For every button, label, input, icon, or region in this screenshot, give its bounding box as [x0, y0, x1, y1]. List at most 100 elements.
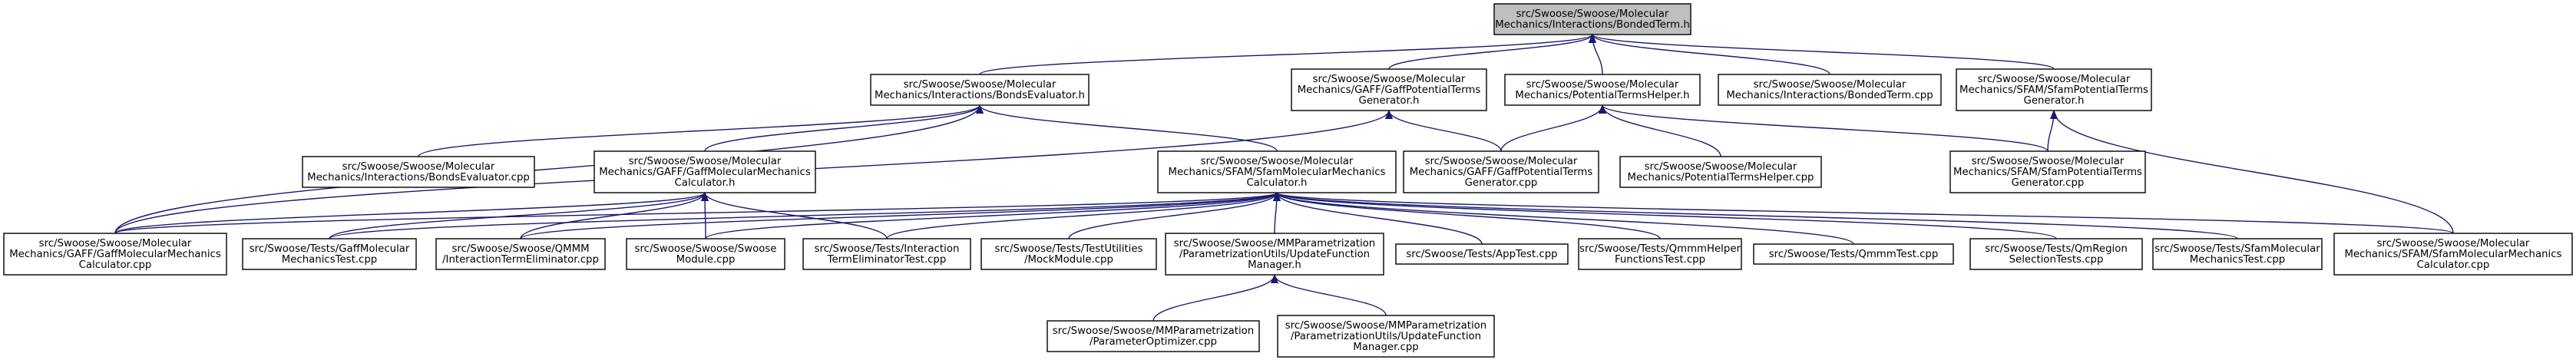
file-node-label-line: src/Swoose/Swoose/Molecular: [1425, 156, 1578, 167]
file-node-label-line: Generator.h: [2024, 95, 2085, 107]
include-edge-gaffpot-cpp-to-gaffpot-h: [1385, 110, 1502, 152]
file-node-box: [1956, 68, 2152, 111]
file-node-box: [626, 238, 785, 270]
file-node-sfammmcalc-h[interactable]: src/Swoose/Swoose/MolecularMechanics/SFA…: [1157, 150, 1397, 193]
file-node-label-line: Generator.cpp: [2012, 177, 2085, 189]
file-node-bondedterm-h[interactable]: src/Swoose/Swoose/MolecularMechanics/Int…: [1493, 3, 1691, 35]
file-node-label-line: Mechanics/SFAM/SfamPotentialTerms: [1959, 84, 2148, 96]
file-node-label-line: Mechanics/SFAM/SfamMolecularMechanics: [1169, 167, 1386, 178]
file-node-interactiontest-cpp[interactable]: src/Swoose/Tests/InteractionTermEliminat…: [802, 238, 971, 270]
file-node-box: [1504, 74, 1701, 106]
file-node-label-line: Mechanics/GAFF/GaffPotentialTerms: [1410, 167, 1593, 178]
file-node-sfamtest-cpp[interactable]: src/Swoose/Tests/SfamMolecularMechanicsT…: [2152, 238, 2323, 270]
file-node-box: [1291, 68, 1487, 111]
file-node-pothelper-h[interactable]: src/Swoose/Swoose/MolecularMechanics/Pot…: [1504, 74, 1701, 106]
include-edge-bondsevaluator-h-to-bondedterm-h: [979, 34, 1596, 75]
file-node-label-line: src/Swoose/Swoose/Molecular: [1526, 79, 1679, 91]
file-node-qmmm-cpp[interactable]: src/Swoose/Swoose/QMMM/InteractionTermEl…: [435, 238, 606, 270]
file-node-label-line: src/Swoose/Tests/SfamMolecular: [2154, 243, 2320, 255]
include-edge-updatefm-cpp-to-updatefm-h: [1271, 274, 1387, 316]
file-node-label-line: src/Swoose/Swoose/Molecular: [1754, 79, 1906, 91]
file-node-qmmmtest-cpp[interactable]: src/Swoose/Tests/QmmmTest.cpp: [1753, 243, 1954, 265]
file-node-label-line: Calculator.h: [1247, 177, 1308, 189]
file-node-gaffpot-h[interactable]: src/Swoose/Swoose/MolecularMechanics/GAF…: [1291, 68, 1487, 111]
file-node-box: [302, 156, 535, 188]
include-edge-pothelper-cpp-to-pothelper-h: [1599, 104, 1721, 157]
include-edge-interactiontest-cpp-to-sfammmcalc-h: [886, 192, 1281, 239]
file-node-box: [1493, 3, 1691, 35]
file-node-label-line: Module.cpp: [676, 254, 736, 266]
file-node-qmmmhelper-cpp[interactable]: src/Swoose/Tests/QmmmHelperFunctionsTest…: [1578, 238, 1742, 270]
file-node-gafftest-cpp[interactable]: src/Swoose/Tests/GaffMolecularMechanicsT…: [242, 238, 417, 270]
file-node-label-line: /ParametrizationUtils/UpdateFunction: [1291, 331, 1481, 342]
file-node-box: [1047, 320, 1260, 352]
file-node-box: [2333, 233, 2573, 276]
file-node-label-line: Mechanics/PotentialTermsHelper.cpp: [1628, 172, 1814, 183]
file-node-label-line: /MockModule.cpp: [1024, 254, 1113, 266]
file-node-label-line: src/Swoose/Swoose/Molecular: [1645, 161, 1797, 173]
file-node-qmregion-cpp[interactable]: src/Swoose/Tests/QmRegionSelectionTests.…: [1969, 238, 2143, 270]
file-node-label-line: Calculator.cpp: [79, 259, 152, 271]
file-node-pothelper-cpp[interactable]: src/Swoose/Swoose/MolecularMechanics/Pot…: [1619, 156, 1822, 188]
file-node-label-line: MechanicsTest.cpp: [282, 254, 378, 266]
include-edge-qmmm-cpp-to-sfammmcalc-h: [520, 192, 1281, 239]
include-edge-gaffmmcalc-cpp-to-gaffmmcalc-h: [114, 192, 709, 234]
file-node-updatefm-cpp[interactable]: src/Swoose/Swoose/MMParametrization/Para…: [1277, 315, 1495, 358]
file-node-box: [3, 233, 227, 276]
include-edge-mockmodule-cpp-to-sfammmcalc-h: [1068, 192, 1281, 239]
file-node-label-line: Calculator.cpp: [2417, 259, 2490, 271]
include-edge-apptest-cpp-to-sfammmcalc-h: [1273, 192, 1483, 245]
file-node-bondsevaluator-cpp[interactable]: src/Swoose/Swoose/MolecularMechanics/Int…: [302, 156, 535, 188]
file-node-label-line: src/Swoose/Tests/TestUtilities: [995, 243, 1143, 255]
file-node-label-line: Mechanics/SFAM/SfamPotentialTerms: [1953, 167, 2142, 178]
file-node-label-line: Manager.cpp: [1353, 342, 1418, 353]
file-node-label-line: TermEliminatorTest.cpp: [827, 254, 947, 266]
file-node-label-line: src/Swoose/Swoose/Molecular: [1972, 156, 2125, 167]
include-edge-qmmmtest-cpp-to-sfammmcalc-h: [1273, 192, 1854, 245]
file-node-label-line: src/Swoose/Swoose/Molecular: [1313, 74, 1466, 85]
include-edge-sfammmcalc-h-to-bondsevaluator-h: [976, 104, 1278, 152]
include-edge-qmmmhelper-cpp-to-sfammmcalc-h: [1273, 192, 1661, 239]
include-edge-sfampot-cpp-to-pothelper-h: [1599, 104, 2049, 152]
file-node-label-line: Generator.cpp: [1465, 177, 1538, 189]
include-edge-qmregion-cpp-to-sfammmcalc-h: [1273, 192, 2057, 239]
file-node-label-line: Mechanics/GAFF/GaffPotentialTerms: [1298, 84, 1481, 96]
file-node-label-line: src/Swoose/Swoose/Molecular: [904, 79, 1057, 91]
file-node-gaffmmcalc-h[interactable]: src/Swoose/Swoose/MolecularMechanics/GAF…: [594, 150, 816, 193]
file-node-box: [802, 238, 971, 270]
file-node-label-line: src/Swoose/Tests/QmRegion: [1985, 243, 2128, 255]
file-node-box: [1157, 150, 1397, 193]
file-node-gaffpot-cpp[interactable]: src/Swoose/Swoose/MolecularMechanics/GAF…: [1403, 150, 1599, 193]
file-node-box: [1277, 315, 1495, 358]
file-node-label-line: Manager.h: [1248, 259, 1301, 271]
file-node-box: [435, 238, 606, 270]
file-node-sfammmcalc-cpp[interactable]: src/Swoose/Swoose/MolecularMechanics/SFA…: [2333, 233, 2573, 276]
file-node-updatefm-h[interactable]: src/Swoose/Swoose/MMParametrization/Para…: [1165, 233, 1384, 276]
file-node-mockmodule-cpp[interactable]: src/Swoose/Tests/TestUtilities/MockModul…: [980, 238, 1157, 270]
include-edge-sfammmcalc-cpp-to-sfammmcalc-h: [1273, 192, 2454, 234]
file-node-label-line: Generator.h: [1359, 95, 1420, 107]
file-node-box: [594, 150, 816, 193]
file-node-label-line: src/Swoose/Tests/GaffMolecular: [250, 243, 410, 255]
include-edge-sfampot-cpp-to-sfampot-h: [2047, 110, 2058, 152]
file-node-label-line: src/Swoose/Swoose/MMParametrization: [1053, 325, 1254, 337]
file-node-label-line: src/Swoose/Swoose/Molecular: [1516, 8, 1669, 20]
file-node-label-line: src/Swoose/Swoose/MMParametrization: [1285, 320, 1486, 332]
file-node-paramopt-cpp[interactable]: src/Swoose/Swoose/MMParametrization/Para…: [1047, 320, 1260, 352]
file-node-label-line: src/Swoose/Swoose/Molecular: [1201, 156, 1354, 167]
file-node-box: [1165, 233, 1384, 276]
edges: [114, 34, 2454, 322]
file-node-label-line: /ParametrizationUtils/UpdateFunction: [1179, 249, 1370, 260]
file-node-apptest-cpp[interactable]: src/Swoose/Tests/AppTest.cpp: [1395, 243, 1569, 265]
file-node-bondedterm-cpp[interactable]: src/Swoose/Swoose/MolecularMechanics/Int…: [1718, 74, 1942, 106]
file-node-label-line: SelectionTests.cpp: [2009, 254, 2104, 266]
include-edge-gaffpot-h-to-bondedterm-h: [1388, 34, 1596, 70]
file-node-sfampot-cpp[interactable]: src/Swoose/Swoose/MolecularMechanics/SFA…: [1949, 150, 2146, 193]
file-node-box: [1949, 150, 2146, 193]
file-node-label-line: src/Swoose/Swoose/QMMM: [451, 243, 589, 255]
file-node-gaffmmcalc-cpp[interactable]: src/Swoose/Swoose/MolecularMechanics/GAF…: [3, 233, 227, 276]
file-node-sfampot-h[interactable]: src/Swoose/Swoose/MolecularMechanics/SFA…: [1956, 68, 2152, 111]
file-node-bondsevaluator-h[interactable]: src/Swoose/Swoose/MolecularMechanics/Int…: [870, 74, 1090, 106]
file-node-box: [1619, 156, 1822, 188]
